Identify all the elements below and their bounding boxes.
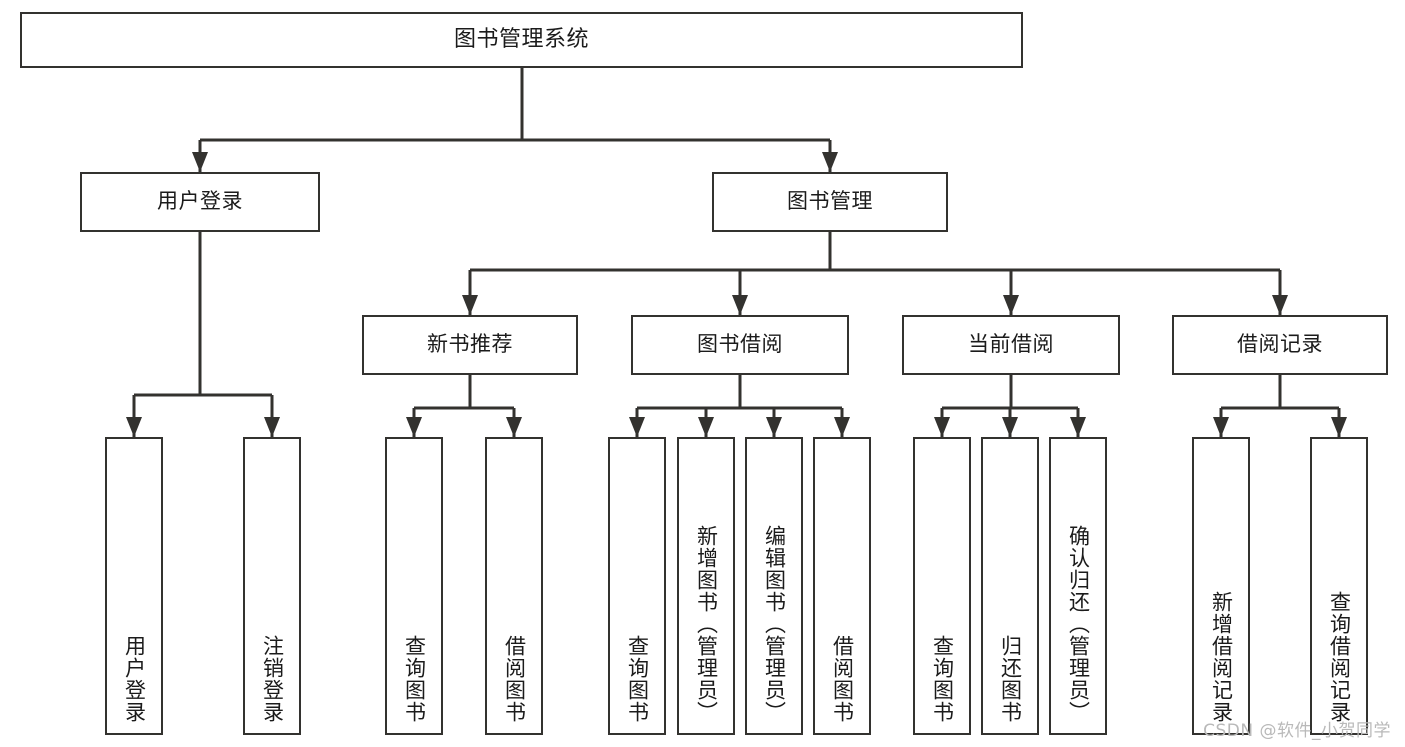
node-label: 编辑图书（管理员） — [762, 525, 787, 723]
arrow-icon-leaf-user-login — [126, 417, 142, 437]
node-label: 注销登录 — [260, 635, 285, 723]
arrow-icon-leaf-borrow-book-rec — [506, 417, 522, 437]
arrow-icon-leaf-query-book-borrow — [629, 417, 645, 437]
node-leaf-query-book-rec[interactable]: 查询图书 — [385, 437, 443, 735]
arrow-icon-leaf-query-record — [1331, 417, 1347, 437]
node-user-login[interactable]: 用户登录 — [80, 172, 320, 232]
node-leaf-borrow-book-rec[interactable]: 借阅图书 — [485, 437, 543, 735]
node-label: 用户登录 — [122, 635, 147, 723]
node-book-borrow[interactable]: 图书借阅 — [631, 315, 849, 375]
node-label: 当前借阅 — [968, 332, 1054, 357]
node-label: 用户登录 — [157, 189, 243, 214]
node-root[interactable]: 图书管理系统 — [20, 12, 1023, 68]
arrow-icon-leaf-edit-book — [766, 417, 782, 437]
node-label: 归还图书 — [998, 635, 1023, 723]
arrow-icon-new-book-rec — [462, 295, 478, 315]
node-new-book-rec[interactable]: 新书推荐 — [362, 315, 578, 375]
node-leaf-add-record[interactable]: 新增借阅记录 — [1192, 437, 1250, 735]
node-leaf-query-record[interactable]: 查询借阅记录 — [1310, 437, 1368, 735]
node-leaf-edit-book[interactable]: 编辑图书（管理员） — [745, 437, 803, 735]
arrow-icon-borrow-record — [1272, 295, 1288, 315]
node-label: 借阅图书 — [830, 635, 855, 723]
arrow-icon-leaf-query-book-rec — [406, 417, 422, 437]
node-borrow-record[interactable]: 借阅记录 — [1172, 315, 1388, 375]
node-leaf-query-book-current[interactable]: 查询图书 — [913, 437, 971, 735]
node-leaf-confirm-return[interactable]: 确认归还（管理员） — [1049, 437, 1107, 735]
arrow-icon-leaf-borrow-book — [834, 417, 850, 437]
node-label: 确认归还（管理员） — [1066, 525, 1091, 723]
arrow-icon-leaf-confirm-return — [1070, 417, 1086, 437]
node-label: 查询图书 — [930, 635, 955, 723]
node-label: 新书推荐 — [427, 332, 513, 357]
arrow-icon-leaf-add-record — [1213, 417, 1229, 437]
node-leaf-user-login[interactable]: 用户登录 — [105, 437, 163, 735]
node-label: 查询借阅记录 — [1327, 591, 1352, 723]
node-leaf-borrow-book[interactable]: 借阅图书 — [813, 437, 871, 735]
node-label: 借阅图书 — [502, 635, 527, 723]
node-label: 新增借阅记录 — [1209, 591, 1234, 723]
node-current-borrow[interactable]: 当前借阅 — [902, 315, 1120, 375]
node-label: 借阅记录 — [1237, 332, 1323, 357]
arrow-icon-leaf-return-book — [1002, 417, 1018, 437]
arrow-icon-book-manage — [822, 152, 838, 172]
node-label: 新增图书（管理员） — [694, 525, 719, 723]
arrow-icon-leaf-logout — [264, 417, 280, 437]
node-book-manage[interactable]: 图书管理 — [712, 172, 948, 232]
node-label: 图书借阅 — [697, 332, 783, 357]
node-label: 图书管理 — [787, 189, 873, 214]
arrow-icon-current-borrow — [1003, 295, 1019, 315]
node-label: 查询图书 — [402, 635, 427, 723]
node-leaf-logout[interactable]: 注销登录 — [243, 437, 301, 735]
arrow-icon-leaf-add-book — [698, 417, 714, 437]
arrow-icon-user-login — [192, 152, 208, 172]
node-label: 图书管理系统 — [453, 26, 589, 52]
node-leaf-return-book[interactable]: 归还图书 — [981, 437, 1039, 735]
node-leaf-query-book-borrow[interactable]: 查询图书 — [608, 437, 666, 735]
arrow-icon-leaf-query-book-current — [934, 417, 950, 437]
node-label: 查询图书 — [625, 635, 650, 723]
node-leaf-add-book[interactable]: 新增图书（管理员） — [677, 437, 735, 735]
arrow-icon-book-borrow — [732, 295, 748, 315]
